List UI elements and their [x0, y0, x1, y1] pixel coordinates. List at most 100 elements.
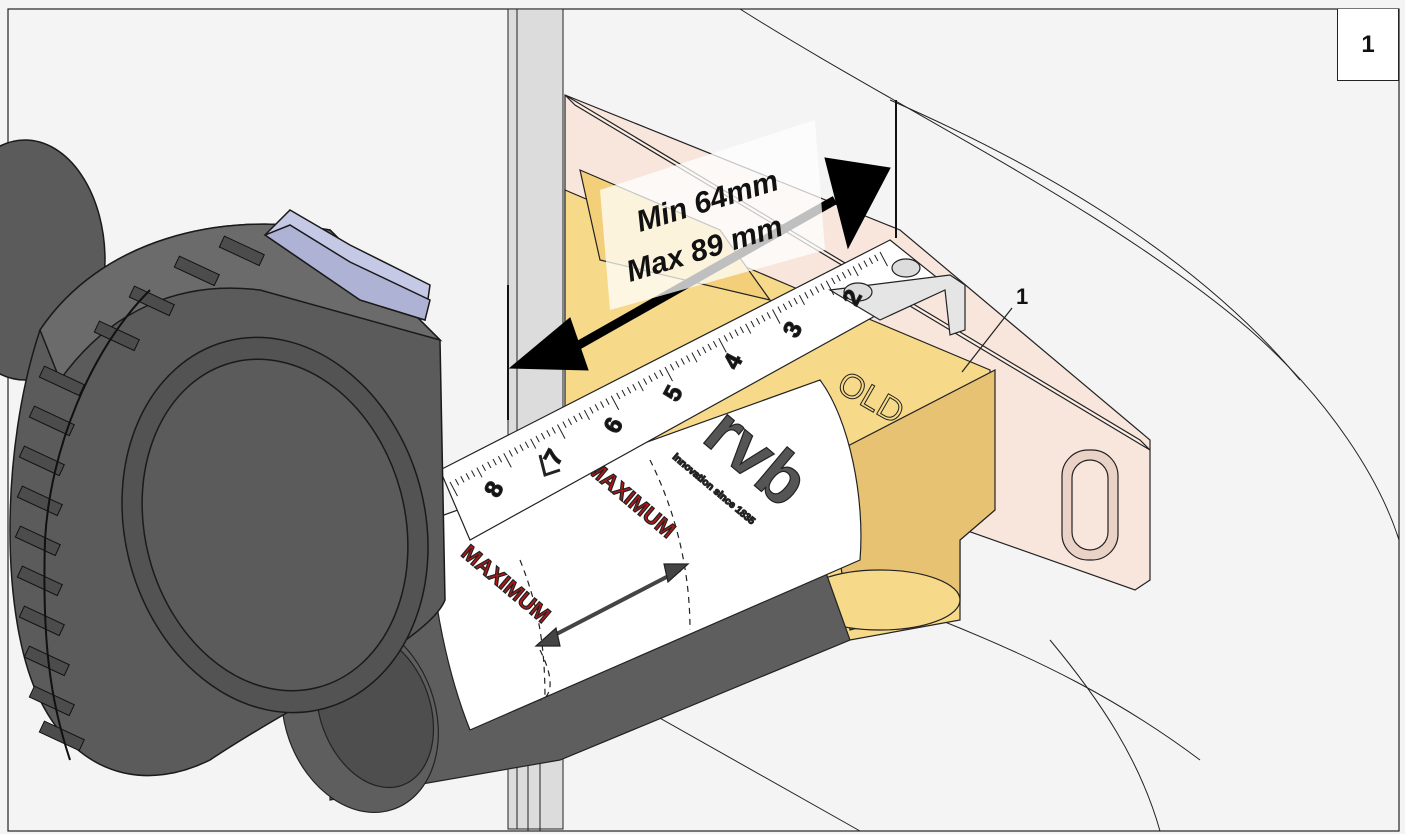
tape-tick	[557, 424, 566, 439]
tape-tick	[809, 289, 814, 296]
grip-rib	[16, 565, 63, 597]
tape-tick	[594, 404, 599, 411]
tape-tick	[798, 294, 805, 306]
tape-tick	[729, 332, 734, 339]
tape-tick	[600, 401, 605, 408]
tape-tick	[777, 306, 782, 314]
dimension-arrow-head-left	[508, 317, 589, 371]
grip-rib	[18, 445, 65, 477]
tape-tick	[519, 444, 524, 452]
grip-rib	[93, 320, 140, 352]
tape-tick	[836, 274, 841, 282]
wrap-double-arrow	[544, 568, 681, 642]
tape-tick	[562, 421, 567, 429]
tape-tick	[540, 432, 546, 440]
tape-tick	[847, 269, 852, 276]
tape-tick	[702, 346, 707, 354]
tape-tick	[578, 412, 583, 420]
tape-tick	[852, 266, 859, 277]
tape-tick	[454, 478, 460, 486]
tape-tick	[497, 455, 503, 463]
tape-tick	[476, 467, 483, 478]
tape-tick	[508, 450, 513, 457]
dimension-arrow-head-right	[824, 157, 891, 250]
tape-tick	[465, 473, 470, 480]
grip-rib	[218, 235, 265, 267]
tape-tick	[487, 461, 492, 469]
tape-tick	[815, 286, 820, 293]
tape-tick	[632, 384, 637, 391]
tape-measure-case	[0, 139, 446, 777]
grip-ribs	[14, 235, 265, 752]
tape-tick	[739, 326, 744, 334]
tape-tick	[567, 418, 572, 426]
grip-rib	[128, 285, 175, 317]
tape-tick	[874, 254, 879, 262]
tape-tick	[648, 375, 653, 383]
hook-rivet-2	[891, 258, 921, 278]
tape-tick	[793, 297, 798, 305]
callout-leader: 1	[961, 284, 1028, 373]
callout-label: 1	[1016, 284, 1028, 309]
tape-tick	[643, 378, 648, 385]
tape-tick	[691, 352, 698, 363]
tape-tick	[772, 309, 781, 324]
tape-tick	[831, 277, 836, 285]
tape-tick	[460, 476, 465, 483]
tape-tick	[573, 415, 578, 423]
dimension-label: Min 64mm Max 89 mm	[600, 120, 825, 310]
wall-lines	[609, 8, 1400, 832]
tape-tick	[637, 381, 644, 392]
tape-tick	[626, 386, 632, 394]
tape-tick	[750, 320, 755, 328]
tape-tick	[804, 292, 809, 299]
tape-tick	[535, 435, 540, 443]
tape-tick	[530, 438, 537, 449]
tape-tick	[481, 464, 486, 472]
tape-tick	[841, 271, 847, 279]
tape-tick	[449, 481, 458, 497]
tape-tick	[492, 458, 497, 466]
tape-tick	[820, 283, 825, 291]
grip-rib	[16, 485, 63, 517]
tape-tick	[659, 369, 664, 377]
tape-tick	[868, 257, 873, 265]
hook-rivet-1	[843, 282, 873, 302]
tape-tick	[471, 470, 476, 477]
tape-tick	[514, 447, 519, 454]
tape-tick	[761, 315, 766, 322]
tape-tick	[734, 329, 739, 337]
tape-tick	[766, 312, 771, 319]
tape-tick	[712, 340, 718, 348]
tape-tick	[782, 303, 787, 311]
tape-tick	[616, 392, 621, 400]
tape-tick	[755, 317, 761, 325]
tape-tick	[718, 338, 727, 353]
tape-tick	[707, 343, 712, 351]
tape-tick	[863, 260, 868, 268]
tape-ticks	[449, 251, 888, 497]
tape-tick	[653, 372, 658, 380]
tape-tick	[583, 409, 590, 421]
tape-tick	[551, 427, 556, 434]
grip-rib	[173, 255, 220, 287]
tape-tick	[879, 251, 888, 267]
tape-tick	[621, 389, 626, 397]
tape-tick	[664, 366, 673, 382]
tape-tick	[589, 407, 594, 414]
tape-tick	[610, 395, 620, 411]
tape-tick	[680, 358, 685, 365]
tape-tick	[825, 280, 835, 296]
tape-tick	[788, 300, 793, 308]
step-number: 1	[1361, 30, 1375, 58]
tape-tick	[524, 441, 529, 449]
tape-tick	[503, 453, 512, 468]
tape-tick	[546, 430, 551, 437]
tape-tick	[605, 398, 610, 406]
tape-tick	[669, 363, 675, 371]
tape-tick	[675, 361, 680, 368]
grip-rib	[14, 525, 61, 557]
